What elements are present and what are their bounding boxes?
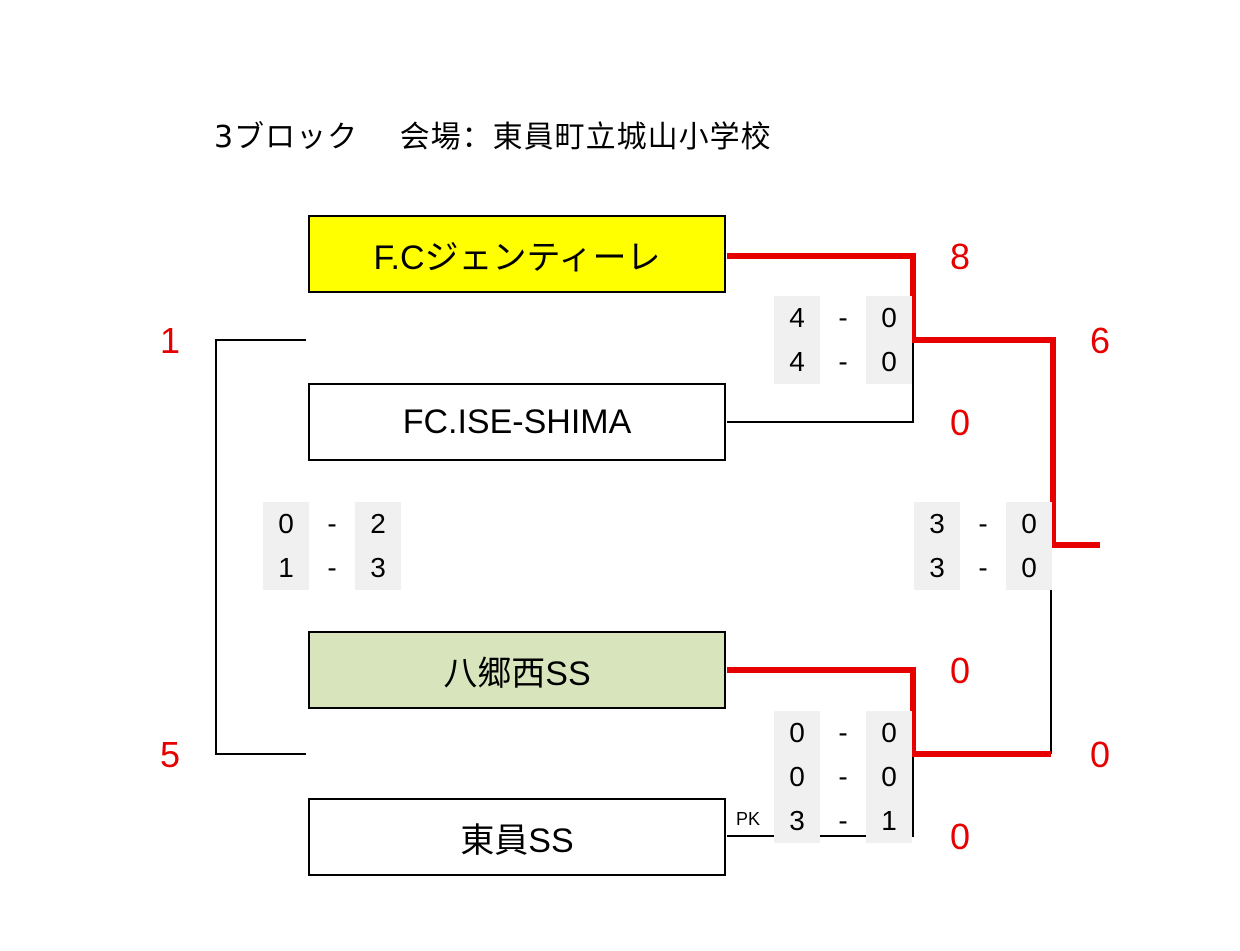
score-top-semi: 4 - 0 4 - 0 — [774, 296, 912, 384]
score-separator: - — [838, 346, 848, 377]
score-cell: 1 — [263, 546, 309, 590]
team-box-2: FC.ISE-SHIMA — [308, 383, 726, 461]
score-cell: 3 — [774, 799, 820, 843]
score-cell: 0 — [866, 711, 912, 755]
score-cell: 4 — [774, 340, 820, 384]
score-separator: - — [838, 302, 848, 333]
score-cell: 1 — [866, 799, 912, 843]
top-semi-winner-line — [727, 253, 1100, 548]
score-bottom-semi: 0 - 0 0 - 0 3 - 1 — [774, 711, 912, 843]
pk-label: PK — [736, 809, 761, 829]
score-cell: 0 — [1006, 546, 1052, 590]
score-left: 0 - 2 1 - 3 — [263, 502, 401, 590]
team-box-4: 東員SS — [308, 798, 726, 876]
page-title: 3ブロック 会場：東員町立城山小学校 — [214, 120, 772, 155]
score-cell: 2 — [355, 502, 401, 546]
score-cell: 3 — [914, 502, 960, 546]
score-final: 3 - 0 3 - 0 — [914, 502, 1052, 590]
left-number-top: 1 — [159, 320, 181, 361]
score-cell: 3 — [914, 546, 960, 590]
score-cell: 0 — [263, 502, 309, 546]
score-cell: 0 — [774, 755, 820, 799]
score-separator: - — [327, 508, 337, 539]
team2-number: 0 — [949, 402, 971, 443]
team4-number: 0 — [949, 816, 971, 857]
score-cell: 0 — [866, 755, 912, 799]
score-separator: - — [838, 805, 848, 836]
score-cell: 0 — [866, 296, 912, 340]
score-separator: - — [838, 717, 848, 748]
team-box-1: F.Cジェンティーレ — [308, 215, 726, 293]
score-separator: - — [978, 552, 988, 583]
score-cell: 0 — [866, 340, 912, 384]
team3-number: 0 — [949, 650, 971, 691]
score-cell: 4 — [774, 296, 820, 340]
left-number-bottom: 5 — [159, 734, 181, 775]
team-name: FC.ISE-SHIMA — [402, 402, 632, 441]
final-number-bottom: 0 — [1089, 734, 1111, 775]
team-name: 東員SS — [460, 821, 574, 860]
score-cell: 0 — [774, 711, 820, 755]
left-bracket-line — [215, 339, 306, 755]
score-separator: - — [838, 761, 848, 792]
score-separator: - — [978, 508, 988, 539]
team1-number: 8 — [949, 236, 971, 277]
team-box-3: 八郷西SS — [308, 631, 726, 709]
score-cell: 3 — [355, 546, 401, 590]
score-cell: 0 — [1006, 502, 1052, 546]
score-separator: - — [327, 552, 337, 583]
bottom-semi-winner-line — [727, 667, 1051, 757]
team-name: 八郷西SS — [443, 654, 591, 693]
team-name: F.Cジェンティーレ — [373, 238, 661, 277]
final-number-top: 6 — [1089, 320, 1111, 361]
top-semi-loser-line — [727, 340, 914, 423]
